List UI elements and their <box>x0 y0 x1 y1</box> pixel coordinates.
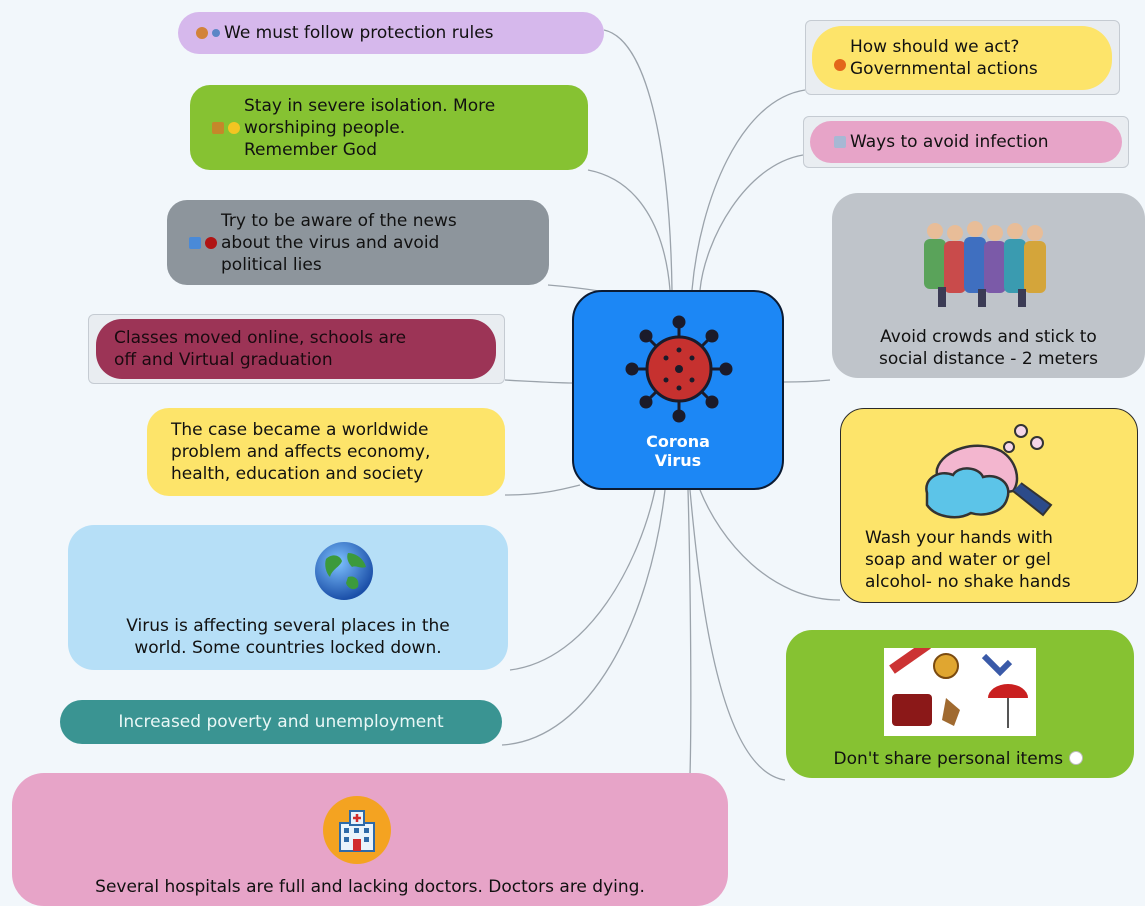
rules-node[interactable]: We must follow protection rules <box>178 12 604 54</box>
act-node[interactable]: How should we act? Governmental actions <box>812 26 1112 90</box>
classes-line-1: Classes moved online, schools are <box>114 328 407 348</box>
personal-items-icon <box>884 648 1036 736</box>
classes-node[interactable]: Classes moved online, schools are off an… <box>96 319 496 379</box>
handwash-icon <box>925 424 1053 519</box>
crowds-line-1: Avoid crowds and stick to <box>880 327 1097 347</box>
worldwide-line-2: problem and affects economy, <box>171 442 431 462</box>
news-node[interactable]: Try to be aware of the news about the vi… <box>167 200 549 285</box>
news-line-1: Try to be aware of the news <box>221 210 457 231</box>
worldwide-line-3: health, education and society <box>171 464 424 484</box>
emoji-icon <box>834 59 846 71</box>
wash-line-1: Wash your hands with <box>865 528 1053 548</box>
minus-icon <box>1068 751 1083 765</box>
isolation-line-1: Stay in severe isolation. More <box>244 95 496 116</box>
act-line-1: How should we act? <box>850 37 1020 57</box>
worldwide-line-1: The case became a worldwide <box>171 420 429 440</box>
isolation-node[interactable]: Stay in severe isolation. More worshipin… <box>190 85 588 170</box>
handshake-icon <box>196 27 208 39</box>
classes-line-2: off and Virtual graduation <box>114 350 333 370</box>
news-line-2: about the virus and avoid <box>221 232 440 253</box>
ways-text: Ways to avoid infection <box>850 132 1049 152</box>
central-topic[interactable]: Corona Virus <box>572 290 784 490</box>
places-line-2: world. Some countries locked down. <box>134 638 442 658</box>
news-line-3: political lies <box>221 254 322 275</box>
virus-icon <box>625 315 733 423</box>
record-icon <box>205 236 217 249</box>
poverty-text: Increased poverty and unemployment <box>118 712 444 732</box>
arrow-icon <box>212 29 220 37</box>
crowd-icon <box>924 221 1046 307</box>
places-node[interactable]: Virus is affecting several places in the… <box>68 525 508 670</box>
central-topic-line-1: Corona <box>646 432 710 451</box>
wash-node[interactable]: Wash your hands with soap and water or g… <box>840 408 1138 603</box>
central-topic-line-2: Virus <box>654 451 702 470</box>
poverty-node[interactable]: Increased poverty and unemployment <box>60 700 502 744</box>
wash-line-3: alcohol- no shake hands <box>865 572 1071 592</box>
smile-icon <box>228 121 240 134</box>
places-line-1: Virus is affecting several places in the <box>126 616 450 636</box>
ways-node[interactable]: Ways to avoid infection <box>810 121 1122 163</box>
hospitals-text: Several hospitals are full and lacking d… <box>95 877 645 897</box>
hospital-icon <box>323 796 391 864</box>
speaker-icon <box>189 236 201 249</box>
isolation-line-3: Remember God <box>244 139 378 160</box>
share-node[interactable]: Don't share personal items <box>786 630 1134 778</box>
crowds-node[interactable]: Avoid crowds and stick to social distanc… <box>832 193 1145 378</box>
crowds-line-2: social distance - 2 meters <box>878 349 1099 369</box>
act-line-2: Governmental actions <box>850 59 1038 79</box>
rules-text: We must follow protection rules <box>224 23 494 43</box>
isolation-line-2: worshiping people. <box>244 117 406 138</box>
hospitals-node[interactable]: Several hospitals are full and lacking d… <box>12 773 728 906</box>
worldwide-node[interactable]: The case became a worldwide problem and … <box>147 408 505 496</box>
share-text: Don't share personal items <box>833 749 1064 769</box>
wash-line-2: soap and water or gel <box>865 550 1051 570</box>
book-icon <box>212 121 224 134</box>
globe-icon <box>315 542 373 600</box>
document-icon <box>834 136 846 148</box>
